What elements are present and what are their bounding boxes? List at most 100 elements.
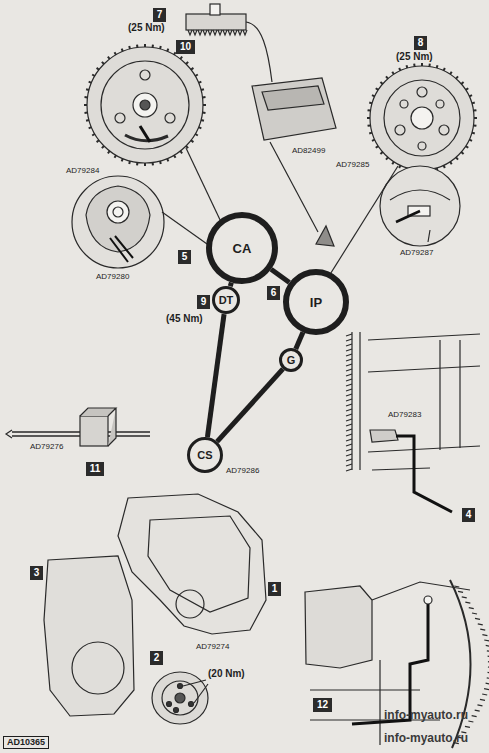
tooth: [372, 140, 375, 141]
sprocket-teeth: [84, 44, 206, 166]
node-text: G: [287, 354, 296, 366]
tooth: [85, 96, 88, 98]
tooth: [191, 68, 193, 70]
node-text: 9: [201, 296, 207, 308]
tooth: [488, 672, 489, 673]
tooth: [346, 409, 352, 411]
sprocket-hub: [133, 93, 157, 117]
tooth: [218, 30, 222, 35]
tooth: [474, 117, 477, 119]
tooth: [472, 132, 475, 135]
tooth: [392, 162, 394, 165]
hole: [400, 100, 408, 108]
tooth: [346, 349, 352, 351]
node-text: DT: [219, 294, 234, 306]
engine-view: [305, 580, 489, 748]
node-text: 5: [182, 251, 188, 263]
node-text: 11: [90, 463, 101, 475]
tooth: [201, 88, 204, 91]
sensor-cable: [246, 22, 272, 82]
tooth: [136, 163, 138, 166]
tooth: [346, 354, 352, 356]
tooth: [367, 117, 370, 119]
tooth: [380, 152, 382, 154]
tooth: [167, 159, 168, 162]
pin-hole: [424, 596, 432, 604]
pulley-bolt: [189, 702, 194, 707]
tooth: [186, 62, 188, 64]
tooth: [413, 64, 415, 67]
callout-number: 3: [30, 566, 43, 580]
tooth: [477, 705, 482, 706]
tooth: [472, 613, 477, 614]
lower-cover: [44, 556, 134, 716]
tooth: [421, 63, 423, 66]
tooth: [346, 384, 352, 386]
sprocket-web: [384, 80, 460, 156]
node-text: 8: [418, 37, 424, 49]
tooth: [346, 429, 352, 431]
pump-pulley: IP: [283, 269, 349, 335]
node-text: 2: [154, 652, 160, 664]
callout-number: 8: [414, 36, 427, 50]
tooth: [208, 30, 212, 35]
tooth: [86, 119, 89, 122]
clamp-knob: [210, 4, 220, 15]
hub-nut: [107, 201, 129, 223]
tooth: [84, 104, 87, 106]
tooth: [159, 46, 162, 49]
sprocket-web: [101, 61, 189, 149]
callout-number: 2: [150, 651, 163, 665]
tooth: [480, 699, 485, 700]
tooth: [203, 96, 206, 98]
tooth: [444, 165, 445, 168]
tooth: [85, 112, 88, 114]
sprocket-rim: [370, 66, 474, 170]
tooth: [475, 618, 480, 619]
figure-code-box: AD10365: [3, 736, 49, 749]
tooth: [368, 109, 371, 111]
bolt-hole: [395, 125, 405, 135]
tooth: [346, 414, 352, 416]
tooth: [346, 459, 352, 461]
sprocket-teeth: [367, 63, 477, 173]
tooth: [399, 68, 400, 71]
node-text: CS: [197, 449, 212, 461]
pulley-bolt: [167, 702, 172, 707]
node-text: 1: [272, 583, 278, 595]
bolt-hole: [417, 87, 427, 97]
leader-line: [428, 230, 430, 242]
tooth: [108, 57, 110, 59]
tooth: [346, 369, 352, 371]
detail-circle: [380, 166, 460, 246]
hub-bolt: [113, 207, 123, 217]
figure-code: AD82499: [292, 146, 325, 155]
node-text: 12: [317, 699, 328, 711]
hub-plate: [86, 186, 150, 252]
tooth: [482, 635, 487, 636]
tooth: [346, 379, 352, 381]
pulley-bolt: [174, 708, 179, 713]
tooth: [174, 155, 176, 158]
torque-value: (25 Nm): [396, 51, 433, 62]
tensioner-pulley: DT: [212, 286, 241, 315]
cover-boss: [176, 590, 204, 618]
pulley-hub: [175, 693, 185, 703]
tooth: [466, 88, 469, 90]
tooth: [454, 586, 459, 587]
tooth: [92, 75, 95, 77]
tooth: [346, 469, 352, 471]
bracket: [370, 430, 398, 442]
tooth: [465, 726, 470, 727]
tooth: [122, 49, 123, 52]
tooth: [465, 602, 470, 603]
tooth: [199, 127, 202, 128]
timing-pin: [140, 126, 150, 142]
bolt-hole: [165, 113, 175, 123]
tooth: [167, 49, 168, 52]
figure-code: AD79276: [30, 442, 63, 451]
pulley-rim: [152, 672, 208, 724]
torque-value: (45 Nm): [166, 313, 203, 324]
tooth: [456, 157, 458, 159]
